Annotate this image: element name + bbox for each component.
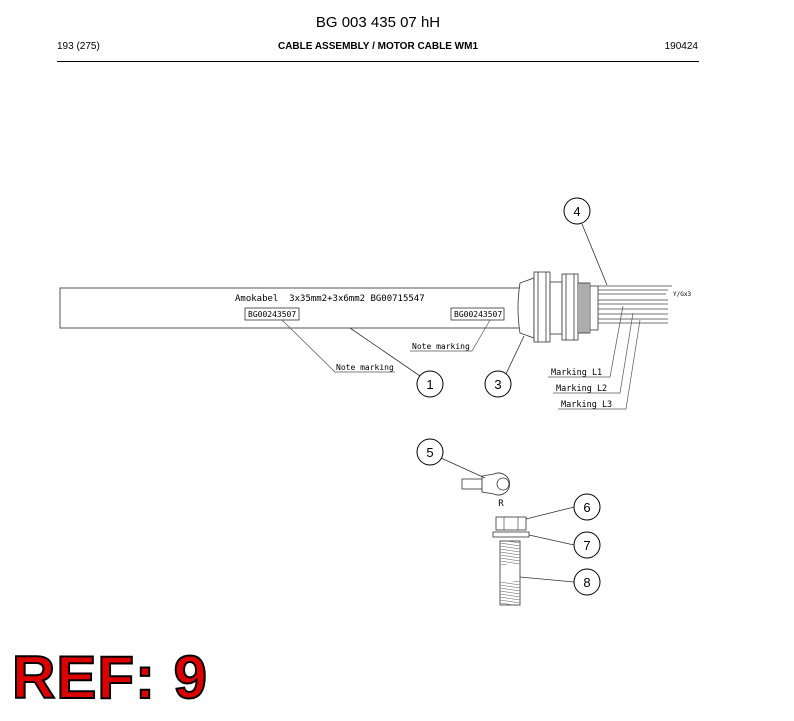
page-number: 193 (275) xyxy=(57,41,100,52)
leader-1 xyxy=(349,327,421,377)
note-leader-left xyxy=(281,319,395,373)
callout-4-text: 4 xyxy=(573,204,580,219)
marking-l3: Marking L3 xyxy=(561,400,612,410)
leader-3 xyxy=(504,335,525,377)
lug-label: R xyxy=(498,499,504,509)
leader-8 xyxy=(528,534,575,546)
wire-label: Y/Gx3 xyxy=(673,291,691,298)
ref-stamp: REF: 9 xyxy=(11,644,209,711)
callout-5-circle xyxy=(416,438,444,466)
document-title: BG 003 435 07 hH xyxy=(315,14,441,31)
cable-gland xyxy=(517,271,599,343)
leader-6 xyxy=(519,576,575,583)
threaded-stud xyxy=(499,540,521,606)
nut xyxy=(495,516,527,531)
note-marking-left: Note marking xyxy=(336,363,394,372)
washer xyxy=(492,531,530,538)
note-marking-right: Note marking xyxy=(412,342,470,351)
note-leader-right xyxy=(410,319,491,352)
marker-box-right xyxy=(450,307,505,321)
marker-box-left xyxy=(244,307,300,321)
callout-4-circle xyxy=(563,197,591,225)
marking-l1-leader xyxy=(548,305,624,378)
cable-label: Amokabel 3x35mm2+3x6mm2 BG00715547 xyxy=(235,294,425,304)
callout-8-circle xyxy=(573,531,601,559)
marker-left-text: BG00243507 xyxy=(248,310,296,319)
callout-7-circle xyxy=(573,493,601,521)
document-subtitle: CABLE ASSEMBLY / MOTOR CABLE WM1 xyxy=(277,41,478,52)
callout-6-text: 8 xyxy=(583,575,590,590)
leader-7 xyxy=(525,506,575,520)
callout-8-text: 7 xyxy=(583,538,590,553)
callout-5-text: 5 xyxy=(426,445,433,460)
marking-l2-leader xyxy=(553,312,634,394)
document-date: 190424 xyxy=(664,41,698,52)
callout-7-text: 6 xyxy=(583,500,590,515)
callout-1-circle xyxy=(416,370,444,398)
marking-l1: Marking L1 xyxy=(551,368,602,378)
cable-lug xyxy=(461,472,510,496)
marking-l2: Marking L2 xyxy=(556,384,607,394)
leader-5 xyxy=(440,457,486,479)
callout-1-text: 1 xyxy=(426,377,433,392)
callout-3-circle xyxy=(484,370,512,398)
marking-l3-leader xyxy=(558,319,641,410)
leader-4 xyxy=(581,223,608,286)
callout-6-circle xyxy=(573,568,601,596)
wires xyxy=(598,285,672,324)
marker-right-text: BG00243507 xyxy=(454,310,502,319)
header-rule xyxy=(57,61,699,62)
callout-3-text: 3 xyxy=(494,377,501,392)
